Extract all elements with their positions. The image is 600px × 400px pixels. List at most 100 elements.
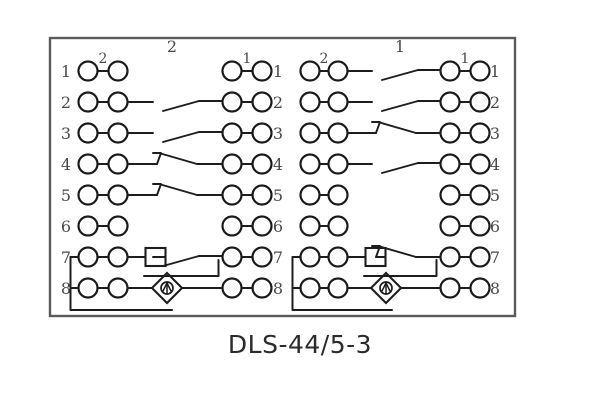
- terminal-left-inner[interactable]: [107, 215, 129, 237]
- terminal-right-inner[interactable]: [439, 277, 461, 299]
- terminal-left-inner[interactable]: [327, 91, 349, 113]
- terminal-right-inner[interactable]: [221, 91, 243, 113]
- terminal-left-inner[interactable]: [327, 246, 349, 268]
- terminal-right-inner[interactable]: [439, 246, 461, 268]
- terminal-left-outer[interactable]: [299, 184, 321, 206]
- terminal-left-inner[interactable]: [327, 153, 349, 175]
- terminal-right-outer[interactable]: [469, 184, 491, 206]
- row-number-right: 3: [273, 124, 283, 143]
- terminal-left-outer[interactable]: [77, 91, 99, 113]
- row-number-right: 8: [490, 279, 500, 298]
- row-number-right: 5: [490, 186, 500, 205]
- contact-hook: [152, 152, 162, 165]
- terminal-left-inner[interactable]: [107, 277, 129, 299]
- terminal-right-inner[interactable]: [439, 122, 461, 144]
- terminal-right-outer[interactable]: [469, 246, 491, 268]
- terminal-right-outer[interactable]: [251, 60, 273, 82]
- terminal-right-inner[interactable]: [221, 184, 243, 206]
- row-number-right: 4: [490, 155, 500, 174]
- terminal-left-outer[interactable]: [299, 122, 321, 144]
- terminal-right-outer[interactable]: [469, 277, 491, 299]
- terminal-left-outer[interactable]: [299, 91, 321, 113]
- row-number-left: 4: [61, 155, 71, 174]
- terminal-right-outer[interactable]: [251, 246, 273, 268]
- terminal-left-inner[interactable]: [327, 60, 349, 82]
- terminal-left-outer[interactable]: [299, 215, 321, 237]
- terminal-right-outer[interactable]: [469, 215, 491, 237]
- row-number-right: 7: [490, 248, 500, 267]
- terminal-left-inner[interactable]: [107, 60, 129, 82]
- terminal-right-outer[interactable]: [251, 277, 273, 299]
- diagram-frame: [48, 36, 517, 318]
- terminal-row: 8: [299, 271, 500, 305]
- terminal-right-inner[interactable]: [439, 91, 461, 113]
- terminal-left-outer[interactable]: [77, 60, 99, 82]
- terminal-left-inner[interactable]: [327, 122, 349, 144]
- terminal-right-inner[interactable]: [221, 215, 243, 237]
- terminal-left-inner[interactable]: [107, 122, 129, 144]
- terminal-right-outer[interactable]: [251, 122, 273, 144]
- row-number-right: 1: [490, 62, 500, 81]
- terminal-left-inner[interactable]: [327, 277, 349, 299]
- row-number-right: 7: [273, 248, 283, 267]
- rows-7-8-left-bracket: [69, 256, 173, 311]
- terminal-right-outer[interactable]: [469, 60, 491, 82]
- terminal-left-inner[interactable]: [107, 246, 129, 268]
- terminal-right-outer[interactable]: [251, 91, 273, 113]
- terminal-left-inner[interactable]: [107, 91, 129, 113]
- terminal-left-inner[interactable]: [107, 184, 129, 206]
- row-number-right: 2: [490, 93, 500, 112]
- row-number-left: 5: [61, 186, 71, 205]
- terminal-right-inner[interactable]: [221, 153, 243, 175]
- terminal-left-outer[interactable]: [299, 277, 321, 299]
- contact-blade-closed: [158, 183, 198, 196]
- rows-7-8-left-bracket: [291, 256, 393, 311]
- terminal-left-outer[interactable]: [77, 153, 99, 175]
- row-number-left: 7: [61, 248, 71, 267]
- terminal-right-inner[interactable]: [439, 153, 461, 175]
- terminal-right-outer[interactable]: [469, 91, 491, 113]
- terminal-right-outer[interactable]: [469, 153, 491, 175]
- terminal-right-outer[interactable]: [251, 184, 273, 206]
- terminal-right-outer[interactable]: [469, 122, 491, 144]
- row-number-left: 3: [61, 124, 71, 143]
- terminal-right-inner[interactable]: [221, 60, 243, 82]
- row-number-left: 2: [61, 93, 71, 112]
- terminal-row: 4: [299, 153, 500, 175]
- terminal-left-outer[interactable]: [77, 246, 99, 268]
- right-pair-superscript: 1: [461, 51, 470, 67]
- row-number-left: 8: [61, 279, 71, 298]
- terminal-left-outer[interactable]: [299, 60, 321, 82]
- terminal-left-outer[interactable]: [299, 246, 321, 268]
- terminal-right-inner[interactable]: [439, 184, 461, 206]
- right-block-group-label: 1: [395, 37, 405, 56]
- contact-blade-closed: [377, 245, 417, 258]
- terminal-left-inner[interactable]: [327, 215, 349, 237]
- row-number-right: 6: [490, 217, 500, 236]
- terminal-left-outer[interactable]: [77, 277, 99, 299]
- contact-blade-closed: [377, 121, 417, 134]
- terminal-right-inner[interactable]: [221, 246, 243, 268]
- terminal-left-inner[interactable]: [327, 184, 349, 206]
- row-number-right: 4: [273, 155, 283, 174]
- terminal-left-outer[interactable]: [77, 122, 99, 144]
- terminal-right-inner[interactable]: [221, 122, 243, 144]
- terminal-right-inner[interactable]: [439, 215, 461, 237]
- terminal-left-inner[interactable]: [107, 153, 129, 175]
- row-number-right: 6: [273, 217, 283, 236]
- terminal-left-outer[interactable]: [299, 153, 321, 175]
- left-pair-superscript: 2: [99, 51, 108, 67]
- terminal-right-inner[interactable]: [221, 277, 243, 299]
- terminal-left-outer[interactable]: [77, 184, 99, 206]
- terminal-left-outer[interactable]: [77, 215, 99, 237]
- terminal-right-outer[interactable]: [251, 153, 273, 175]
- terminal-right-inner[interactable]: [439, 60, 461, 82]
- terminal-right-outer[interactable]: [251, 215, 273, 237]
